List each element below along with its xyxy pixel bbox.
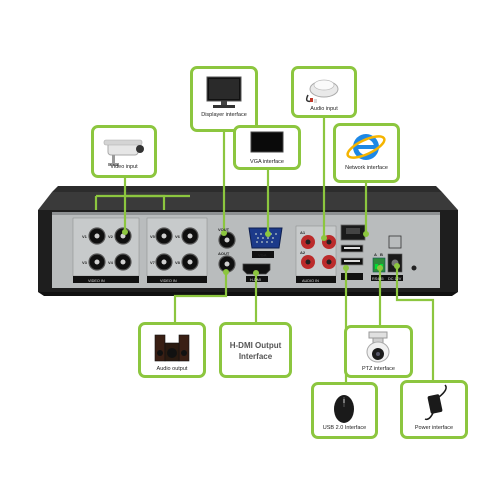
callout-displayer: Displayer interface: [190, 66, 258, 132]
panel-label-audio-in: AUDIO IN: [302, 279, 319, 283]
callout-label-audio-input: Audio input: [310, 106, 338, 112]
rj45-port: [340, 224, 366, 241]
callout-label-power: Power interface: [414, 425, 454, 431]
audio-in-ports: [295, 225, 337, 283]
callout-label-usb: USB 2.0 Interface: [322, 425, 367, 431]
panel-labels: VIDEO IN VIDEO IN VGA H-DMI AUDIO IN RS4…: [82, 227, 402, 283]
callout-video-input: Video input: [91, 125, 157, 178]
panel-label-rs-b: B: [380, 252, 383, 257]
vga-monitor-icon: [250, 131, 284, 153]
callout-label-audio-output: Audio output: [156, 366, 188, 372]
callout-label-video-input: Video input: [110, 164, 138, 170]
panel-label-v8: V8: [175, 260, 181, 265]
panel-label-v3: V3: [82, 260, 88, 265]
power-adapter-icon: [424, 384, 447, 421]
video-in-group-2: [146, 217, 208, 283]
callout-label-ptz: PTZ interface: [361, 366, 395, 372]
microphone-icon: [305, 79, 339, 103]
panel-label-v2: V2: [108, 234, 114, 239]
internet-explorer-icon: [346, 134, 386, 160]
panel-label-rs-a: A: [374, 252, 377, 257]
vout-aout-ports: [218, 231, 236, 273]
panel-label-video-in-2: VIDEO IN: [160, 279, 177, 283]
callout-power: Power interface: [400, 380, 468, 439]
callout-label-vga: VGA interface: [250, 159, 284, 165]
panel-label-v6: V6: [175, 234, 181, 239]
panel-label-hdmi: H-DMI: [250, 278, 261, 282]
callout-audio-input: Audio input: [291, 66, 357, 118]
speaker-icon: [154, 334, 190, 362]
panel-label-v1: V1: [82, 234, 88, 239]
video-in-group-1: [72, 217, 140, 283]
callout-label-displayer: Displayer interface: [201, 112, 247, 118]
connector-dots: [122, 229, 400, 276]
panel-label-vga: VGA: [258, 253, 267, 258]
callout-ptz: PTZ interface: [344, 325, 413, 378]
panel-label-dc: DC 12V: [388, 277, 402, 281]
callout-audio-output: Audio output: [138, 322, 206, 378]
panel-label-vout: VOUT: [218, 227, 230, 232]
ground-screw: [411, 265, 417, 271]
panel-label-rs485: RS485: [372, 277, 384, 281]
usb-ports: [340, 244, 364, 280]
callout-network: Network interface: [333, 123, 400, 183]
panel-label-a2: A2: [300, 250, 306, 255]
panel-label-v5: V5: [150, 234, 156, 239]
panel-label-video-in-1: VIDEO IN: [88, 279, 105, 283]
ptz-camera-icon: [366, 331, 390, 363]
camera-icon: [103, 139, 144, 166]
callout-hdmi: H-DMI Output Interface: [219, 322, 292, 378]
panel-label-v7: V7: [150, 260, 156, 265]
callout-usb: USB 2.0 Interface: [311, 382, 378, 439]
callout-vga: VGA interface: [233, 125, 301, 170]
callout-label-hdmi: H-DMI Output Interface: [229, 341, 282, 361]
callout-label-network: Network interface: [345, 165, 388, 171]
panel-label-aout: AOUT: [218, 251, 230, 256]
panel-label-v4: V4: [108, 260, 114, 265]
mouse-icon: [334, 395, 354, 423]
connector-lines: [94, 118, 435, 382]
panel-label-a1: A1: [300, 230, 306, 235]
monitor-icon: [206, 76, 242, 108]
